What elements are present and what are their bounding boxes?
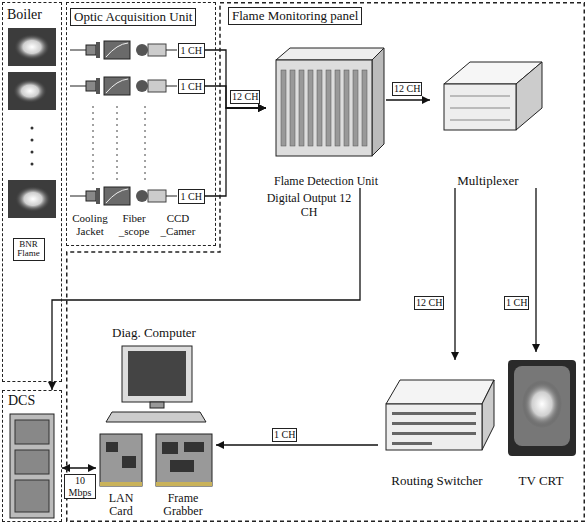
equipment-unit: TV CRT	[502, 352, 580, 488]
unit-label: Diag. Computer	[112, 326, 196, 340]
channel-box: 1 CH	[178, 189, 205, 204]
signal-connector	[216, 444, 378, 445]
equipment-unit: Multiplexer	[430, 36, 546, 188]
unit-label: Multiplexer	[457, 174, 518, 188]
channel-label: 1 CH	[181, 81, 202, 92]
signal-connector	[454, 188, 455, 360]
channel-label: BNR Flame	[16, 240, 42, 260]
unit-label: LAN Card	[101, 492, 141, 518]
edge-label: 12 CH	[414, 296, 444, 310]
signal-connector	[535, 188, 536, 352]
dashed-region: Optic Acquisition Unit 1 CH 1 CH 1 CH	[66, 2, 216, 246]
signal-connector	[205, 108, 266, 196]
part-caption: Fiber _scope	[112, 212, 156, 237]
unit-label: Routing Switcher	[391, 474, 482, 488]
edge-label: 12 CH	[230, 90, 260, 104]
dashed-region: Flame Monitoring panelFlame Detection Un…	[66, 2, 585, 522]
region-title: Optic Acquisition Unit	[70, 8, 196, 26]
signal-connector	[386, 99, 430, 100]
equipment-unit: LAN Card	[96, 430, 146, 518]
region-outline	[66, 2, 585, 522]
signal-connector	[205, 86, 266, 108]
edge-label: 10 Mbps	[64, 474, 96, 499]
region-title: Boiler	[7, 7, 42, 22]
edge-label: 1 CH	[272, 428, 297, 442]
unit-label: TV CRT	[519, 474, 564, 488]
equipment-unit: Routing Switcher	[378, 360, 496, 488]
signal-connector	[62, 467, 96, 468]
channel-label: 1 CH	[181, 191, 202, 202]
edge-label: 12 CH	[392, 82, 422, 96]
region-title: DCS	[8, 393, 35, 408]
part-caption: Cooling Jacket	[68, 212, 112, 237]
channel-box: 1 CH	[178, 43, 205, 58]
edge-label: 1 CH	[504, 296, 529, 310]
unit-label: Flame Detection Unit	[274, 175, 378, 188]
region-title: Flame Monitoring panel	[228, 7, 362, 25]
channel-box: BNR Flame	[13, 238, 45, 262]
dashed-region: BoilerBNR Flame	[2, 2, 62, 382]
equipment-unit: Diag. Computer	[96, 326, 212, 426]
signal-connector	[52, 188, 360, 390]
channel-label: 1 CH	[181, 45, 202, 56]
dashed-region: DCS	[2, 390, 62, 522]
edge-label: Digital Output 12 CH	[266, 192, 352, 220]
unit-label: Frame Grabber	[154, 492, 212, 518]
region-outline	[67, 3, 585, 522]
equipment-unit: Flame Detection Unit	[266, 40, 386, 188]
part-caption: CCD _Camer	[156, 212, 200, 237]
equipment-unit: Frame Grabber	[150, 430, 216, 518]
channel-box: 1 CH	[178, 79, 205, 94]
signal-connector	[205, 50, 266, 108]
